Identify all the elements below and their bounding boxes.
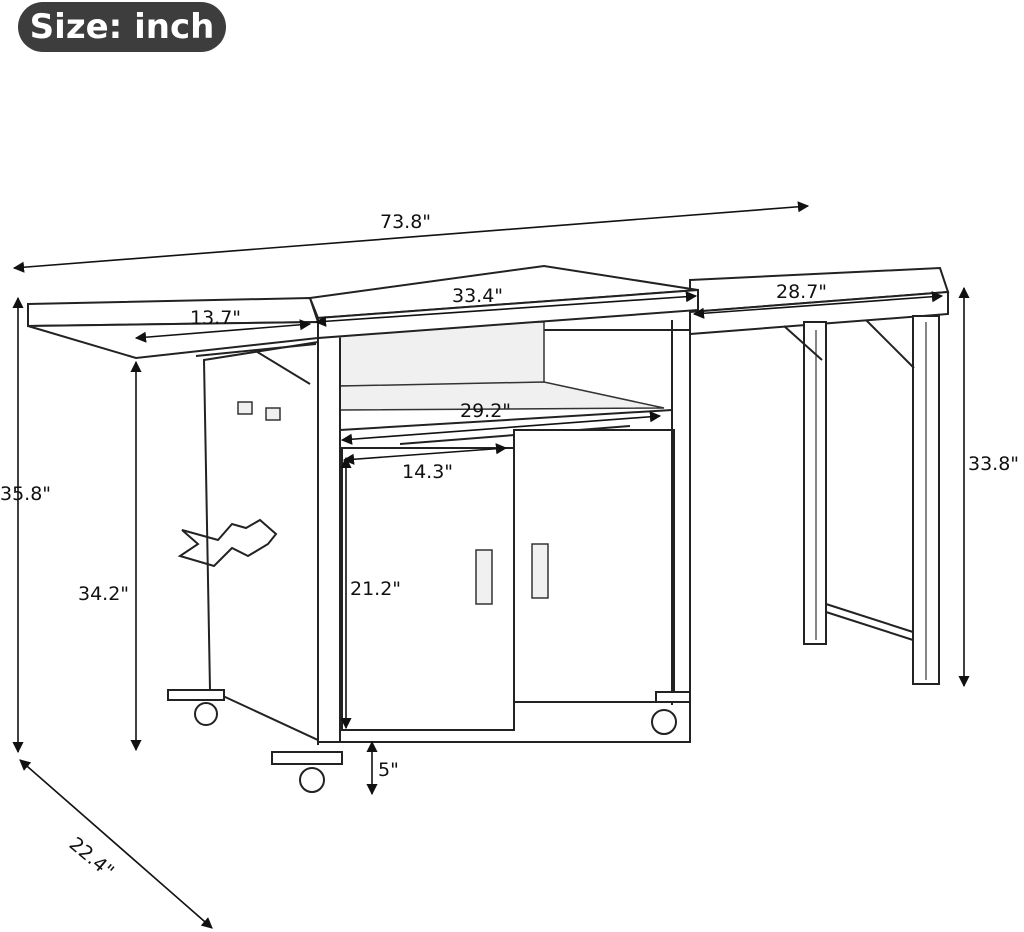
cabinet-front [317, 316, 691, 745]
dimension-lines [12, 201, 970, 929]
label-left-wing: 13.7" [190, 307, 241, 329]
label-table-height: 34.2" [78, 583, 129, 605]
label-total-width: 73.8" [380, 211, 431, 233]
size-unit-badge: Size: inch [18, 2, 226, 52]
label-right-wing: 28.7" [776, 281, 827, 303]
label-clearance: 5" [378, 759, 399, 781]
tool-hook [177, 518, 278, 568]
label-door-height: 21.2" [350, 578, 401, 600]
right-extension-table [689, 266, 950, 685]
label-total-height: 35.8" [0, 483, 51, 505]
label-depth: 22.4" [65, 833, 118, 883]
cabinet-side-panel [202, 340, 319, 742]
casters [167, 689, 691, 793]
label-center-top: 33.4" [452, 285, 503, 307]
label-right-height: 33.8" [968, 453, 1019, 475]
label-inner-shelf: 29.2" [460, 400, 511, 422]
label-door-width: 14.3" [402, 461, 453, 483]
